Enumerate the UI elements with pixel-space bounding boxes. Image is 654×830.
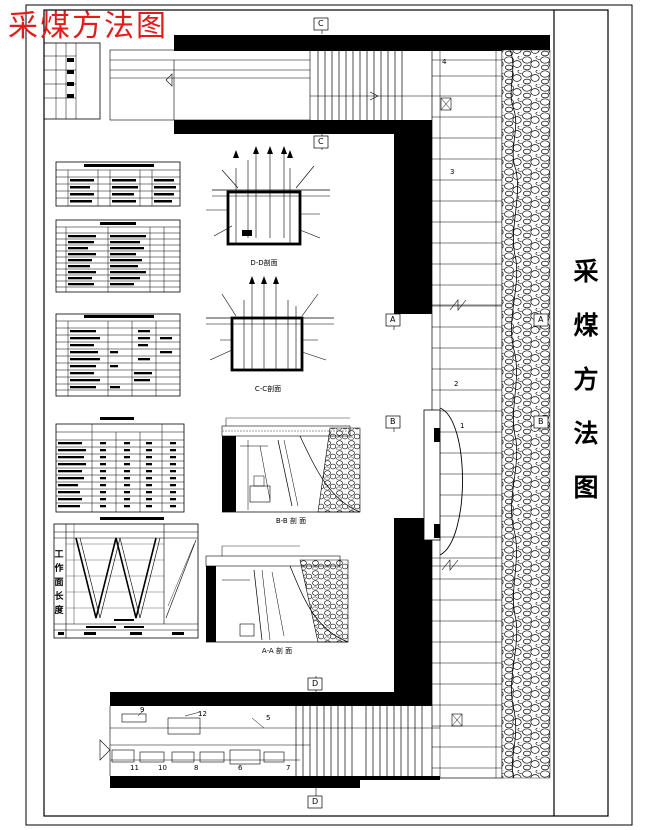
label-12: 12 (198, 710, 207, 718)
view-title-dd: D-D剖面 (250, 259, 278, 267)
label-8: 8 (194, 764, 199, 772)
label-2: 2 (454, 380, 459, 388)
label-5: 5 (266, 714, 271, 722)
table-4 (55, 423, 185, 513)
main-title: 采 煤 方 法 图 (566, 245, 606, 515)
table-1-text (70, 164, 176, 203)
table-1 (55, 161, 181, 207)
table-3-text (70, 315, 172, 389)
label-3: 3 (450, 168, 455, 176)
title-char-1: 采 (573, 257, 599, 286)
goaf-rubble (501, 49, 551, 779)
bottom-roadway (99, 518, 440, 788)
axis-char-1: 工 (54, 550, 64, 560)
view-title-cc: C-C剖面 (254, 385, 282, 393)
section-a-left: A (390, 315, 396, 324)
view-title-bb: B-B 剖 面 (275, 517, 307, 525)
section-c-top: C (318, 19, 324, 28)
title-char-5: 图 (573, 473, 599, 502)
title-char-4: 法 (573, 419, 599, 448)
section-d-top: D (312, 679, 319, 688)
cc-section (206, 276, 334, 372)
cycle-chart (53, 517, 199, 639)
dd-section (206, 146, 330, 246)
label-10: 10 (158, 764, 167, 772)
label-1: 1 (460, 422, 465, 430)
axis-char-4: 长 (54, 592, 64, 602)
title-char-3: 方 (573, 365, 599, 394)
table-4-text (58, 417, 176, 508)
label-6: 6 (238, 764, 243, 772)
watermark-text: 采煤方法图 (8, 9, 168, 44)
section-c-second: C (318, 137, 324, 146)
view-title-aa: A-A 剖 面 (261, 647, 293, 655)
top-roadway (109, 35, 550, 314)
table-2-text (68, 222, 146, 286)
title-block (43, 42, 101, 120)
table-2 (55, 219, 181, 293)
bb-section (221, 417, 361, 513)
label-7: 7 (286, 764, 291, 772)
section-d-bottom: D (312, 797, 319, 806)
chart-axis-label: 工 作 面 长 度 (54, 548, 64, 618)
table-3 (55, 313, 181, 397)
label-9: 9 (140, 706, 145, 714)
aa-section (205, 545, 349, 643)
section-b-left: B (390, 417, 396, 426)
inner-border (43, 9, 609, 817)
axis-char-3: 面 (54, 578, 64, 588)
axis-char-2: 作 (54, 564, 64, 574)
title-char-2: 煤 (573, 311, 599, 340)
label-11: 11 (130, 764, 139, 772)
section-b-right: B (538, 417, 544, 426)
axis-char-5: 度 (54, 606, 64, 616)
section-a-right: A (538, 315, 544, 324)
outer-border (25, 4, 633, 826)
label-4: 4 (442, 58, 447, 66)
goaf-edge (509, 49, 518, 779)
